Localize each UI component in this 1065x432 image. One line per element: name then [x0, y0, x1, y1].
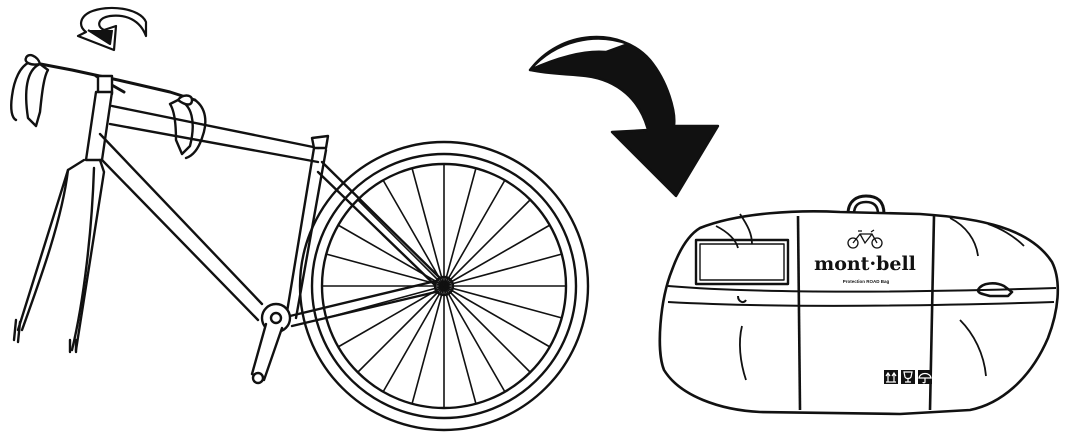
bike-bag	[660, 196, 1058, 414]
fragile-icon	[901, 370, 915, 384]
bag-brand-label: mont·bell	[814, 253, 916, 275]
down-arrow-icon	[530, 37, 718, 196]
handling-icons	[884, 370, 932, 384]
rotate-arrow-icon	[78, 8, 146, 50]
bag-subtitle-label: Protection ROAD Bag	[843, 279, 890, 284]
rear-wheel	[300, 142, 588, 430]
bicycle-frame	[11, 55, 444, 383]
this-side-up-icon	[884, 370, 898, 384]
keep-dry-icon	[918, 370, 932, 384]
